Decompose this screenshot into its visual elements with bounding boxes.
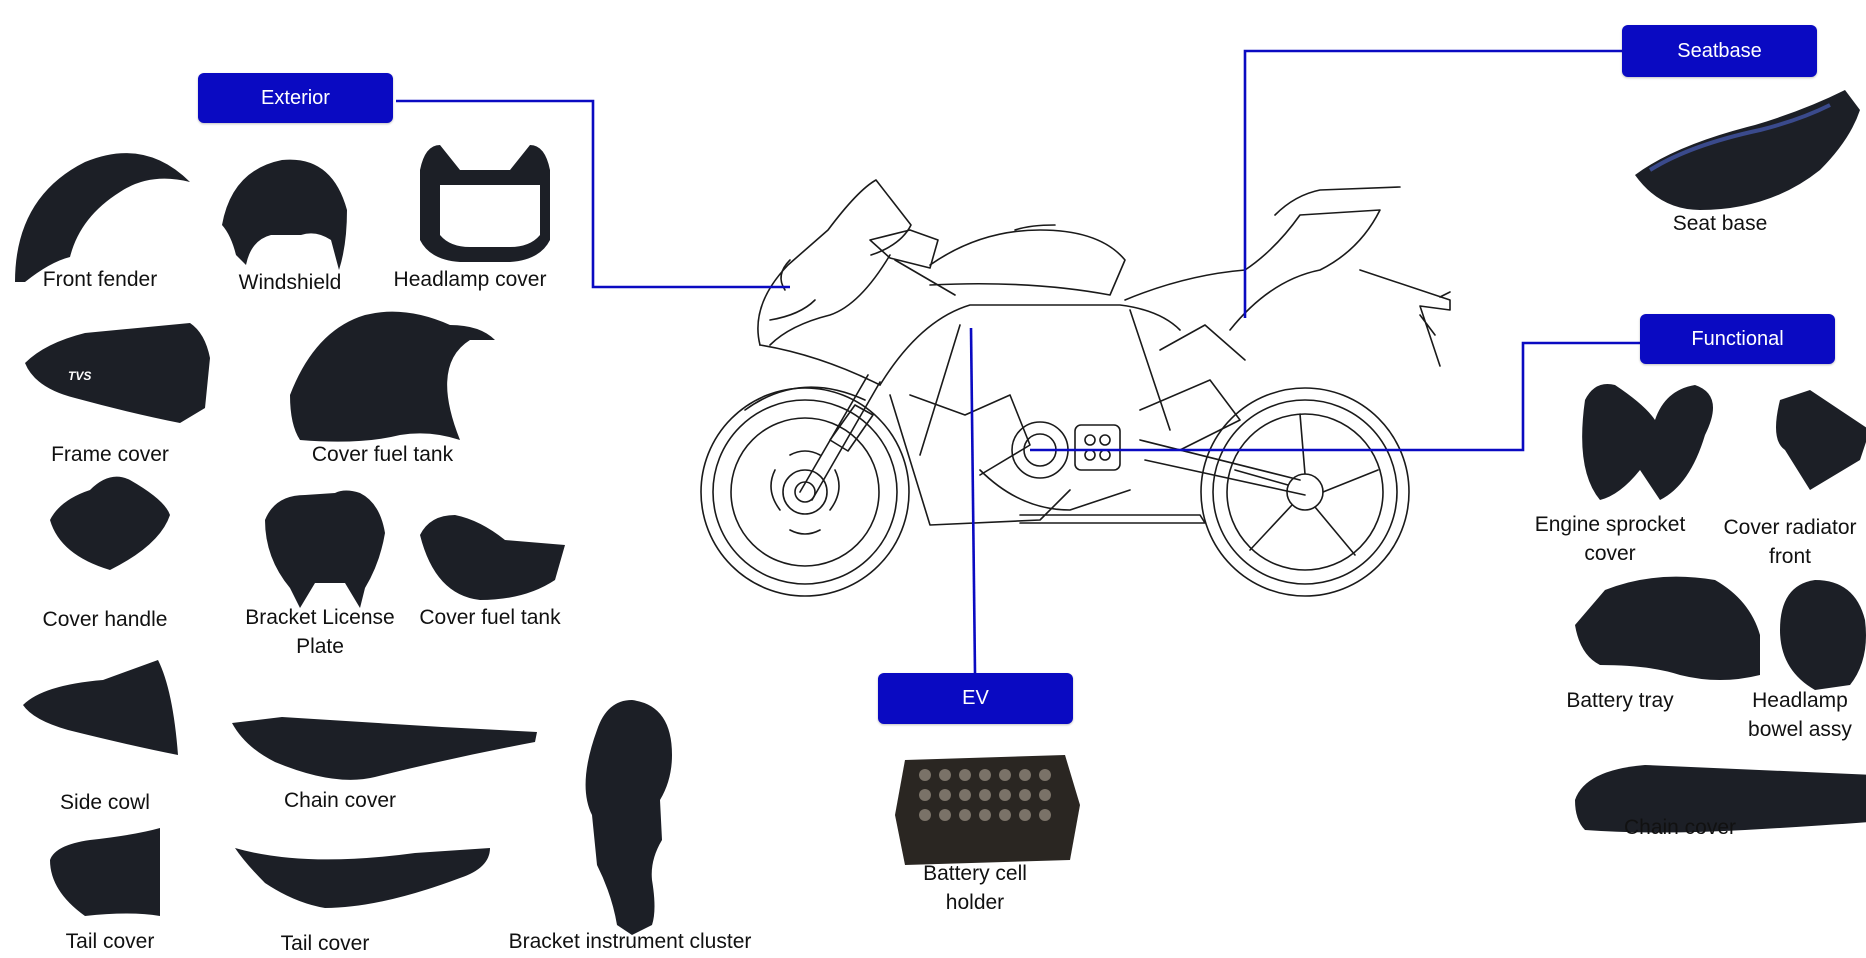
headlamp-cover-icon — [420, 145, 550, 262]
cover-fuel-tank-icon-1 — [290, 311, 495, 442]
battery-tray-icon — [1575, 576, 1760, 680]
label-battery-tray: Battery tray — [1566, 689, 1674, 712]
exterior-part-photos — [15, 145, 672, 935]
ev-connector — [969, 327, 977, 674]
label-headlamp-bowel-assy: Headlamp bowel assy — [1748, 689, 1852, 741]
label-tail-cover-2: Tail cover — [280, 932, 370, 955]
label-bracket-instrument-cluster: Bracket instrument cluster — [508, 930, 752, 953]
cover-handle-icon — [50, 476, 170, 570]
side-cowl-icon — [23, 660, 178, 755]
label-bracket-license-plate: Bracket License Plate — [245, 606, 395, 658]
exterior-connector — [396, 99, 790, 289]
functional-part-photos — [1575, 384, 1866, 833]
ev-part-photos — [895, 755, 1080, 865]
category-seatbase: Seatbase — [1622, 25, 1817, 77]
label-cover-fuel-tank-1: Cover fuel tank — [311, 443, 454, 466]
front-fender-icon — [15, 153, 190, 282]
category-functional: Functional — [1640, 314, 1835, 364]
cover-fuel-tank-icon-2 — [420, 515, 565, 600]
label-windshield: Windshield — [238, 271, 342, 294]
functional-connector — [1030, 341, 1640, 452]
label-chain-cover-right: Chain cover — [1623, 816, 1737, 839]
seatbase-part-photos — [1635, 90, 1860, 210]
chain-cover-right-icon — [1575, 765, 1866, 833]
label-engine-sprocket-cover: Engine sprocket cover — [1534, 513, 1686, 565]
headlamp-bowel-assy-icon — [1780, 580, 1866, 690]
engine-sprocket-cover-icon — [1582, 384, 1713, 500]
label-chain-cover-left: Chain cover — [283, 789, 397, 812]
label-frame-cover: Frame cover — [51, 443, 169, 466]
motorcycle-icon — [700, 179, 1451, 597]
frame-cover-icon — [25, 323, 210, 423]
label-cover-fuel-tank-2: Cover fuel tank — [419, 606, 561, 629]
label-side-cowl: Side cowl — [60, 791, 150, 814]
bracket-license-plate-icon — [265, 490, 385, 608]
label-front-fender: Front fender — [42, 268, 158, 291]
seat-base-icon — [1635, 90, 1860, 210]
label-cover-handle: Cover handle — [42, 608, 168, 631]
connector-lines — [396, 49, 1640, 674]
category-exterior: Exterior — [198, 73, 393, 123]
bracket-instrument-cluster-icon — [585, 700, 672, 935]
category-ev: EV — [878, 673, 1073, 724]
cover-radiator-front-icon — [1776, 390, 1866, 490]
tail-cover-icon-2 — [235, 848, 490, 908]
label-headlamp-cover: Headlamp cover — [393, 268, 547, 291]
label-battery-cell-holder: Battery cell holder — [923, 862, 1027, 914]
seatbase-connector — [1243, 49, 1622, 318]
label-tail-cover-1: Tail cover — [65, 930, 155, 953]
windshield-icon — [222, 159, 347, 270]
label-cover-radiator-front: Cover radiator front — [1723, 516, 1857, 568]
tail-cover-icon-1 — [50, 828, 160, 916]
chain-cover-left-icon — [232, 717, 537, 780]
frame-cover-logo: TVS — [68, 369, 91, 383]
label-seat-base: Seat base — [1672, 212, 1768, 235]
